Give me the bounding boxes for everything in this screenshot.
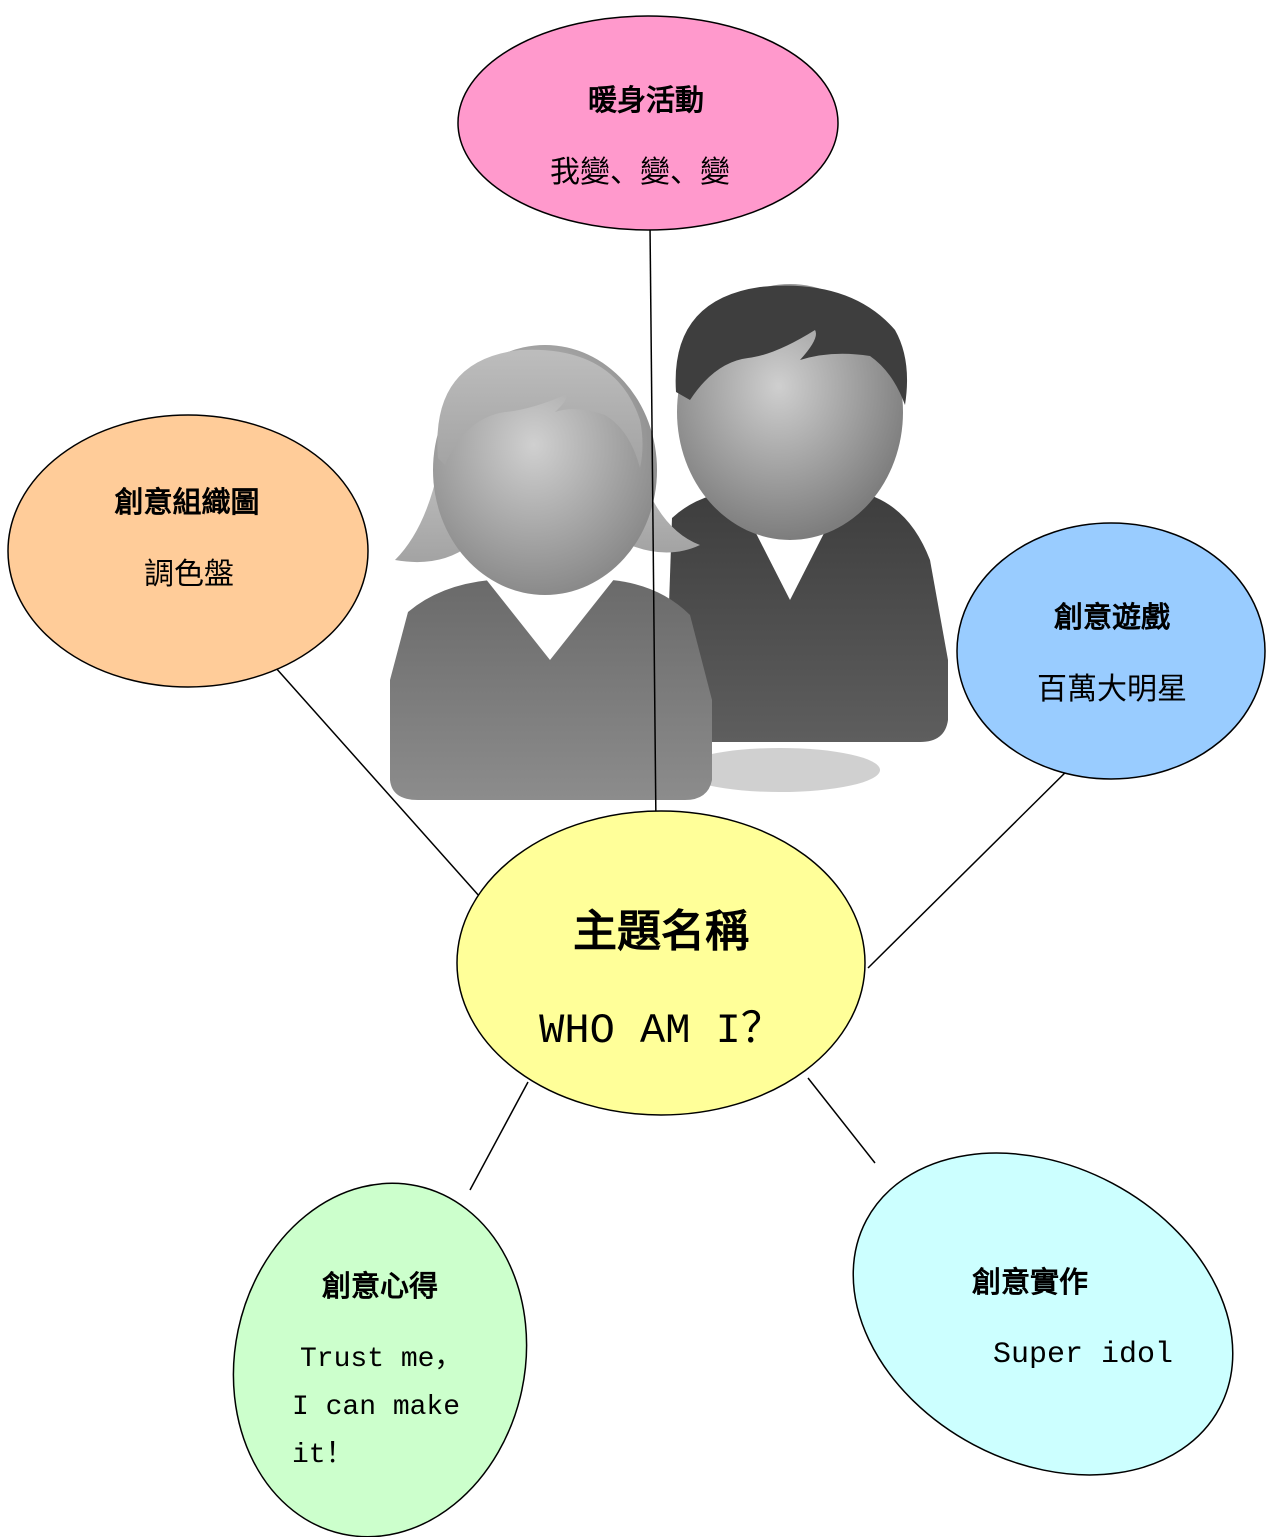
practice-title: 創意實作 [972,1265,1088,1299]
org-node: 創意組織圖 調色盤 [7,414,369,688]
reflect-line-3: it！ [292,1440,354,1471]
people-shadow [680,748,880,792]
warmup-node: 暖身活動 我變、變、變 [457,15,839,231]
reflect-line-2: I can make [292,1392,460,1423]
reflect-title: 創意心得 [322,1269,438,1303]
connector-game [867,754,1084,969]
center-title: 主題名稱 [573,906,749,957]
connector-org [266,657,481,898]
connector-warmup [649,224,657,829]
game-title: 創意遊戲 [1054,600,1170,634]
connector-reflect [469,1081,529,1191]
reflect-line-1: Trust me， [300,1344,462,1375]
center-node: 主題名稱 WHO AM I？ [456,810,866,1116]
center-subtitle: WHO AM I？ [539,1007,783,1055]
warmup-title: 暖身活動 [588,83,704,117]
warmup-ellipse [457,15,839,231]
center-ellipse [456,810,866,1116]
connector-practice [807,1077,876,1164]
man-figure [665,284,948,742]
practice-node: 創意實作 Super idol [852,1152,1234,1476]
connectors [266,224,1084,1191]
game-subtitle: 百萬大明星 [1037,672,1187,707]
woman-figure [390,345,712,800]
reflect-node: 創意心得 Trust me， I can make it！ [232,1182,528,1537]
org-subtitle: 調色盤 [144,557,234,592]
people-icon [390,284,948,800]
game-node: 創意遊戲 百萬大明星 [956,522,1266,780]
practice-ellipse [852,1152,1234,1476]
org-title: 創意組織圖 [114,485,259,519]
warmup-subtitle: 我變、變、變 [550,155,730,190]
game-ellipse [956,522,1266,780]
reflect-ellipse [232,1182,528,1537]
practice-subtitle: Super idol [993,1338,1173,1372]
org-ellipse [7,414,369,688]
